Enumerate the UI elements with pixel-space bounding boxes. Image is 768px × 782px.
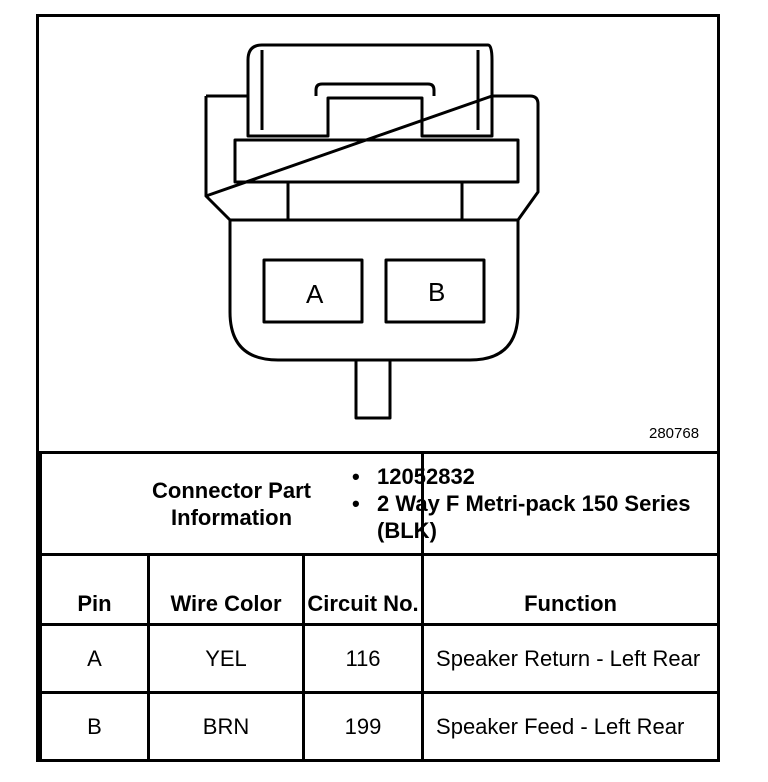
pin-cell: A (39, 623, 150, 694)
header-circuit-no: Circuit No. (301, 553, 425, 626)
function-cell: Speaker Feed - Left Rear (421, 691, 721, 762)
pin-cavity-a (262, 258, 364, 324)
connector-info-label-text: Connector Part Information (152, 477, 311, 530)
pin-cell: B (39, 691, 150, 762)
connector-drawing (204, 43, 540, 420)
connector-body (228, 220, 520, 362)
pin-label-b: B (428, 277, 446, 307)
wire-color-cell: BRN (147, 691, 305, 762)
circuit-cell: 116 (301, 623, 425, 694)
connector-table: Connector Part Information 12052832 2 Wa… (38, 451, 721, 762)
latch (246, 43, 494, 138)
function-cell: Speaker Return - Left Rear (421, 623, 721, 694)
latch-slot (314, 82, 436, 96)
wire-color-cell: YEL (147, 623, 305, 694)
header-wire-color: Wire Color (147, 553, 305, 626)
table-row: A YEL 116 Speaker Return - Left Rear (39, 623, 721, 694)
upper-housing (204, 94, 540, 222)
header-function: Function (421, 553, 721, 626)
header-pin: Pin (39, 553, 150, 626)
pin-cavity-b (384, 258, 486, 324)
part-description: 2 Way F Metri-pack 150 Series (BLK) (352, 490, 692, 544)
connector-info-list: 12052832 2 Way F Metri-pack 150 Series (… (352, 451, 721, 556)
reference-number: 280768 (649, 425, 700, 442)
diagram-frame (36, 14, 720, 762)
circuit-cell: 199 (301, 691, 425, 762)
pin-label-a: A (306, 279, 324, 309)
table-row: B BRN 199 Speaker Feed - Left Rear (39, 691, 721, 762)
wire-stub (354, 360, 392, 420)
part-number: 12052832 (352, 463, 692, 490)
